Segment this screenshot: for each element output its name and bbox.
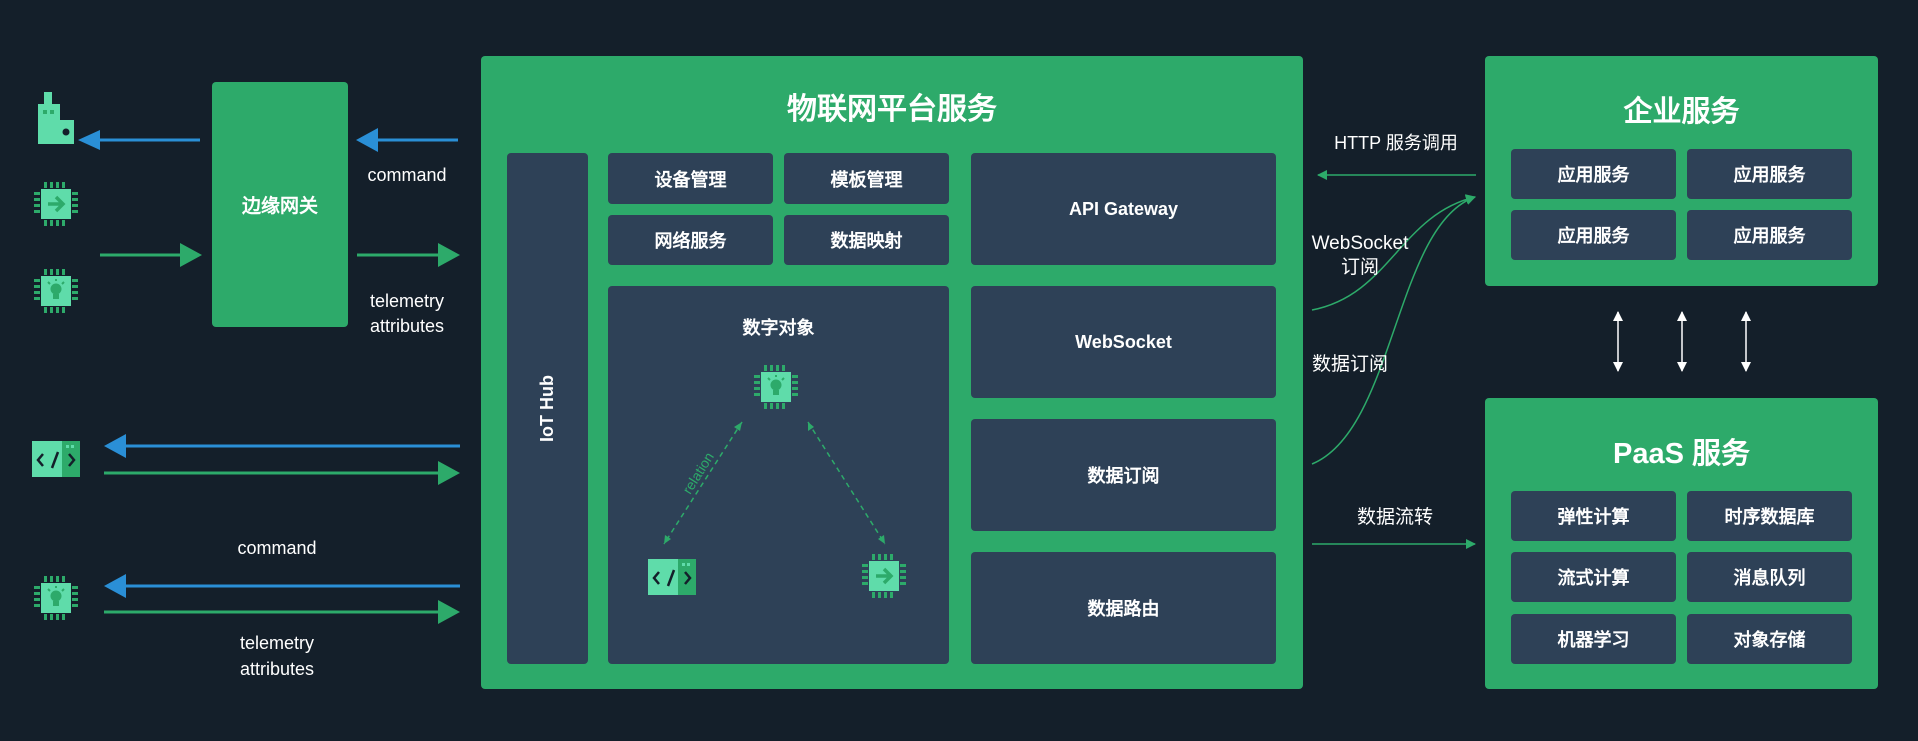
- top-command-label: command: [367, 165, 447, 185]
- building-icon: [36, 90, 76, 144]
- machine-learning-box: 机器学习: [1511, 614, 1676, 664]
- websocket-label-line1: WebSocket: [1311, 233, 1409, 254]
- arrowhead-green: [438, 600, 460, 624]
- app-service-box: 应用服务: [1511, 210, 1676, 260]
- data-subscription-box: 数据订阅: [971, 419, 1276, 531]
- app-service-box: 应用服务: [1687, 210, 1852, 260]
- code-window-icon: [648, 559, 696, 595]
- data-mapping-box: 数据映射: [784, 215, 949, 265]
- chip-bulb-icon: [752, 363, 800, 411]
- arrowhead-green: [438, 243, 460, 267]
- api-gateway-box: API Gateway: [971, 153, 1276, 265]
- code-window-icon: [32, 441, 80, 477]
- chip-arrow-icon: [860, 552, 908, 600]
- enterprise-service-title: 企业服务: [1623, 96, 1740, 128]
- arrowhead-green: [438, 461, 460, 485]
- network-service-box: 网络服务: [608, 215, 773, 265]
- timeseries-db-box: 时序数据库: [1687, 491, 1852, 541]
- bottom-telemetry-label: telemetry: [239, 633, 315, 653]
- arrowhead-green: [180, 243, 202, 267]
- edge-gateway-box: 边缘网关: [212, 82, 348, 327]
- arrowhead-blue: [78, 130, 100, 150]
- arrowhead-blue: [356, 128, 378, 152]
- object-storage-box: 对象存储: [1687, 614, 1852, 664]
- elastic-compute-box: 弹性计算: [1511, 491, 1676, 541]
- data-flow-label: 数据流转: [1356, 507, 1433, 528]
- chip-arrow-icon: [32, 180, 80, 228]
- bottom-attributes-label: attributes: [239, 659, 315, 679]
- digital-object-relations: [663, 421, 886, 545]
- paas-service-title: PaaS 服务: [1613, 438, 1750, 470]
- template-management-box: 模板管理: [784, 153, 949, 204]
- iot-platform-title: 物联网平台服务: [787, 93, 997, 126]
- app-service-box: 应用服务: [1511, 149, 1676, 199]
- arrowhead-blue: [104, 574, 126, 598]
- chip-bulb-icon: [32, 574, 80, 622]
- http-call-label: HTTP 服务调用: [1334, 133, 1458, 153]
- data-subscribe-label: 数据订阅: [1311, 354, 1388, 375]
- iot-hub-label: IoT Hub: [536, 375, 557, 442]
- chip-bulb-icon: [32, 267, 80, 315]
- websocket-box: WebSocket: [971, 286, 1276, 398]
- iot-hub-bar: IoT Hub: [507, 153, 588, 664]
- digital-object-title: 数字对象: [742, 318, 815, 338]
- device-management-box: 设备管理: [608, 153, 773, 204]
- websocket-label-line2: 订阅: [1340, 257, 1379, 278]
- digital-object-box: [608, 286, 949, 664]
- top-attributes-label: attributes: [369, 316, 445, 336]
- stream-compute-box: 流式计算: [1511, 552, 1676, 602]
- data-routing-box: 数据路由: [971, 552, 1276, 664]
- top-telemetry-label: telemetry: [369, 291, 445, 311]
- edge-gateway-label: 边缘网关: [241, 196, 318, 217]
- arrowhead-blue: [104, 434, 126, 458]
- bottom-command-label: command: [237, 538, 317, 558]
- message-queue-box: 消息队列: [1687, 552, 1852, 602]
- app-service-box: 应用服务: [1687, 149, 1852, 199]
